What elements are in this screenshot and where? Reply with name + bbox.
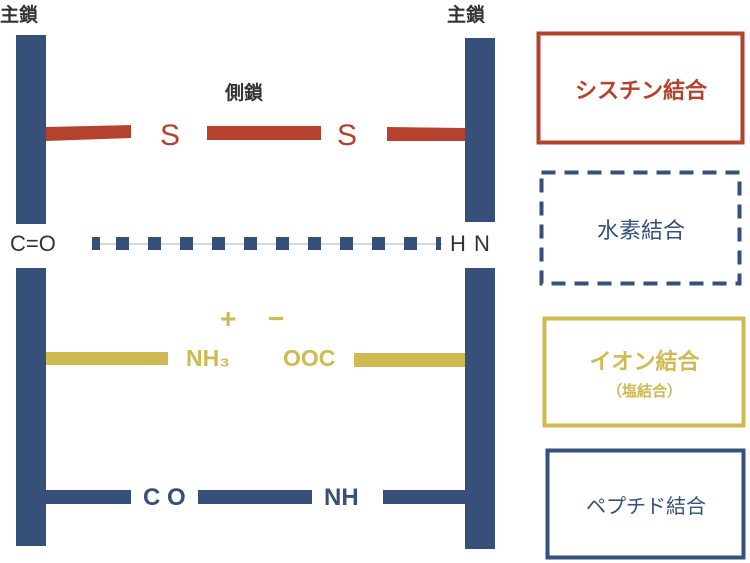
legend-peptide-bond: ペプチド結合 [547,450,745,559]
ionic-bar-right [354,353,465,367]
hydrogen-bond-dash [92,237,100,250]
disulfide-bar-left [46,125,131,141]
hydrogen-bond-dash [244,237,257,250]
legend-hydrogen-label: 水素結合 [596,217,685,243]
legend-frame-cystine [536,31,745,145]
hydrogen-bond-dash [116,237,129,250]
right-main-chain-upper [465,38,495,222]
legend-ionic-sublabel: （塩結合） [606,383,682,400]
right-main-chain-lower [465,268,495,549]
peptide-co-label: C O [143,484,186,511]
hydrogen-bond-dash [180,237,193,250]
main-chain-label-left: 主鎖 [0,5,39,26]
ammonium-label: NH₃ [186,345,230,371]
legend-frame-peptide [545,448,746,560]
legend-cystine-label: シスチン結合 [574,77,707,103]
legend-frame-hydrogen [539,170,742,286]
hydrogen-bond-dash [276,237,289,250]
left-main-chain-lower [16,268,46,546]
peptide-bar-middle [198,490,312,504]
hydrogen-bond-dash [436,237,441,250]
hydrogen-bond-dash [148,237,161,250]
legend-ionic-bond: イオン結合 （塩結合） [544,318,745,427]
minus-charge: − [268,303,285,334]
hydrogen-bond-dash [308,237,321,250]
sulfur-atom-1: S [160,119,181,152]
legend-peptide-label: ペプチド結合 [586,496,706,518]
disulfide-bar-right [387,127,465,141]
hydrogen-bond-dash [340,237,353,250]
plus-charge: + [220,303,237,334]
hydrogen-bond-dash [404,237,417,250]
hydrogen-bond-dash [372,237,385,250]
carbonyl-label: C=O [10,231,56,256]
disulfide-bar-middle [207,126,321,140]
legend-cystine-bond: シスチン結合 [538,33,744,144]
sulfur-atom-2: S [337,119,358,152]
peptide-bar-right [383,490,465,504]
peptide-bar-left [46,490,131,504]
legend-frame-ionic [542,316,746,428]
carboxylate-label: OOC [283,345,336,371]
side-chain-label: 側鎖 [225,83,264,104]
left-main-chain-upper [16,35,46,224]
main-chain-label-right: 主鎖 [447,5,486,26]
ionic-bar-left [46,352,168,365]
peptide-nh-label: NH [324,484,359,511]
hydrogen-bond-dashes [92,237,441,250]
hydrogen-bond-dash [212,237,225,250]
legend-ionic-label: イオン結合 [589,349,700,374]
amine-label: H N [450,231,490,256]
legend-hydrogen-bond: 水素結合 [541,172,741,285]
